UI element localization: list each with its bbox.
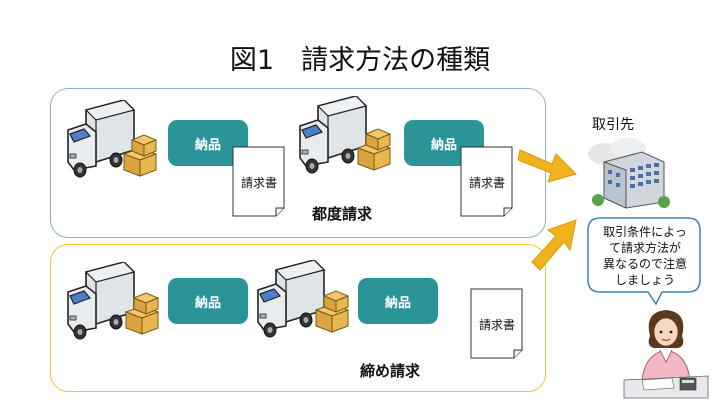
boxes-icon <box>357 128 391 171</box>
advice-text: 取引条件によっ て請求方法が 異なるので注意 しましょう <box>590 224 700 288</box>
advice-line: 取引条件によっ <box>603 225 687 239</box>
closing-billing-caption: 締め請求 <box>360 362 421 380</box>
closing-billing-panel <box>50 244 546 392</box>
advice-line: て請求方法が <box>608 241 681 255</box>
page-title: 図1 請求方法の種類 <box>229 45 491 76</box>
speech-bubble <box>587 217 701 306</box>
invoice-document: 請求書 <box>232 146 286 218</box>
arrow-right-icon <box>518 149 577 183</box>
client-label: 取引先 <box>592 117 634 133</box>
advice-line: しましょう <box>614 273 675 287</box>
boxes-icon <box>123 134 157 177</box>
boxes-icon <box>315 290 349 333</box>
boxes-icon <box>125 292 159 335</box>
arrow-up-right-icon <box>531 219 577 271</box>
invoice-label: 請求書 <box>478 317 515 332</box>
advice-line: 異なるので注意 <box>602 257 687 271</box>
delivery-box: 納品 <box>358 278 438 324</box>
delivery-box: 納品 <box>168 278 248 324</box>
invoice-label: 請求書 <box>240 175 277 190</box>
invoice-document: 請求書 <box>460 146 514 218</box>
invoice-document: 請求書 <box>470 288 524 360</box>
invoice-label: 請求書 <box>468 175 505 190</box>
building-icon <box>588 138 670 209</box>
per-delivery-caption: 都度請求 <box>312 205 373 223</box>
woman-icon <box>623 310 709 399</box>
